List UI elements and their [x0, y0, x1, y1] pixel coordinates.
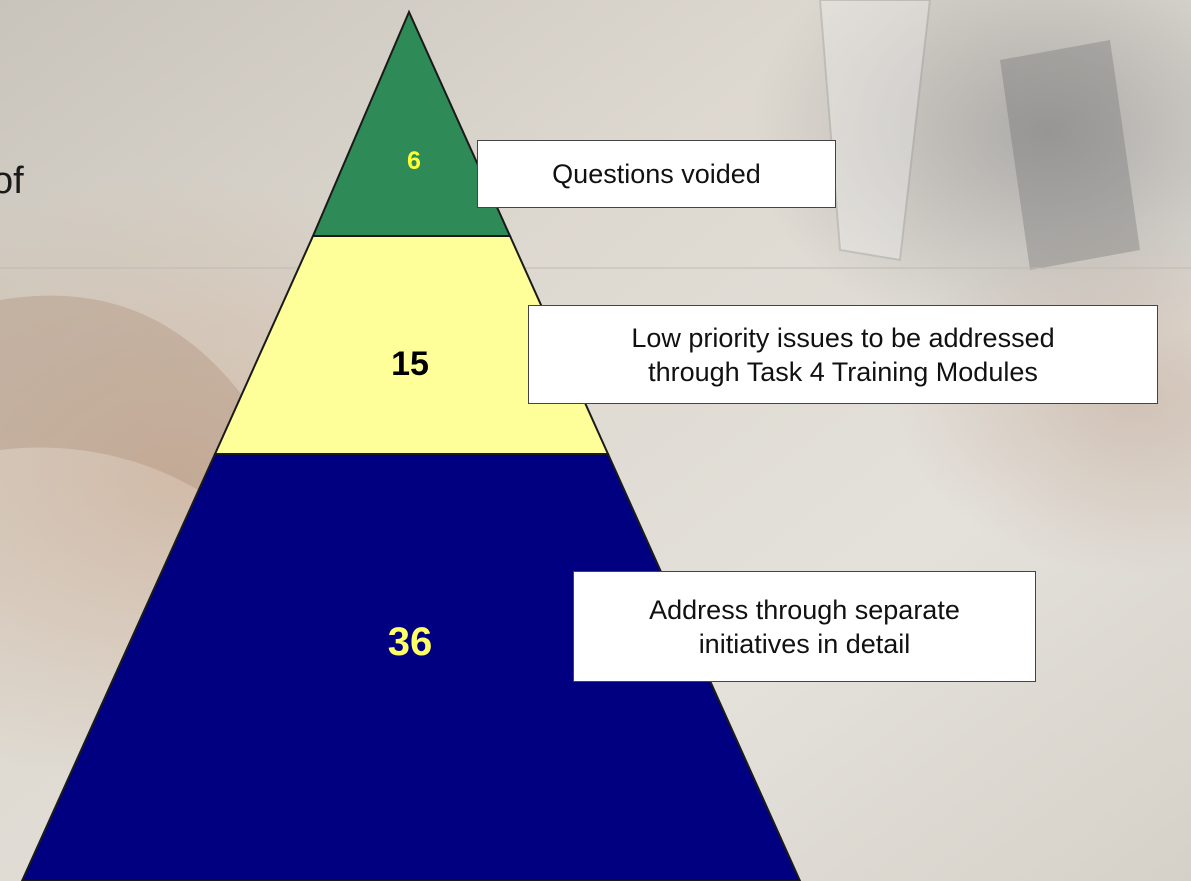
tier-bottom-value: 36 [387, 620, 433, 664]
tier-middle-value: 15 [391, 345, 429, 383]
cutoff-slide-text: of [0, 160, 24, 202]
callout-line: Address through separate [649, 594, 960, 625]
callout-line: initiatives in detail [698, 628, 911, 659]
tier-bottom [20, 453, 802, 881]
tier-top-value: 6 [407, 147, 421, 175]
callout-line: Low priority issues to be addressed [631, 322, 1055, 353]
callout-low-priority: Low priority issues to be addressed thro… [528, 305, 1158, 404]
callout-questions-voided: Questions voided [477, 140, 836, 208]
callout-line: through Task 4 Training Modules [648, 356, 1038, 387]
callout-line: Questions voided [552, 159, 761, 189]
excavator-arm-shape [0, 0, 1140, 520]
callout-separate-initiatives: Address through separate initiatives in … [573, 571, 1036, 682]
